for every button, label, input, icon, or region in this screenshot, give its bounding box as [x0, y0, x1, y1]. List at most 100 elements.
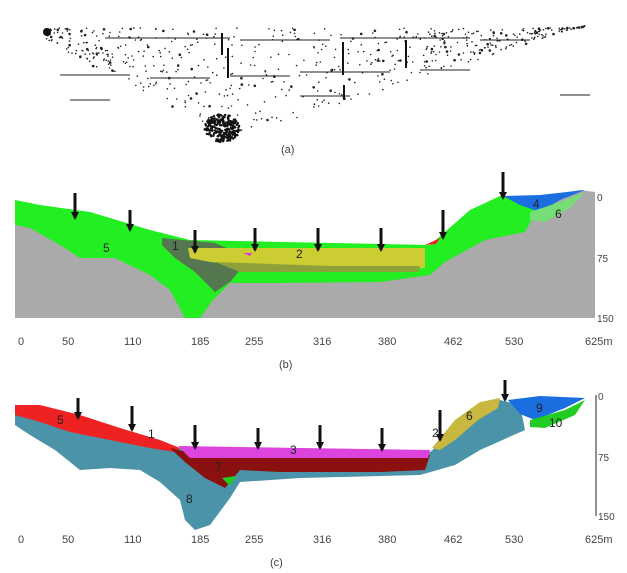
panel-b-depth-75: 75	[597, 254, 609, 265]
speckle	[209, 133, 212, 137]
speckle	[417, 33, 419, 35]
unit-small-green	[222, 476, 236, 486]
speckle	[222, 140, 225, 143]
speckle	[231, 44, 233, 46]
unit-label: 7	[215, 460, 222, 474]
unit-label: 6	[555, 207, 562, 221]
speckle	[323, 99, 325, 101]
speckle	[366, 60, 368, 62]
speckle	[169, 83, 171, 85]
speckle	[371, 61, 373, 64]
speckle	[221, 105, 223, 108]
speckle	[160, 70, 162, 73]
speckle	[505, 34, 508, 37]
speckle	[174, 38, 176, 40]
speckle	[521, 29, 524, 31]
speckle	[325, 45, 327, 47]
speckle	[193, 76, 196, 78]
speckle	[175, 98, 178, 100]
speckle	[98, 40, 100, 42]
speckle	[166, 71, 168, 73]
speckle	[61, 32, 64, 34]
speckle	[68, 32, 71, 36]
speckle	[378, 81, 381, 83]
speckle	[584, 24, 586, 27]
speckle	[230, 137, 234, 140]
unit-10-green	[530, 400, 585, 428]
speckle	[94, 44, 97, 46]
unit-6-lightgreen	[530, 192, 585, 222]
x-tick-label: 316	[313, 534, 331, 546]
speckle	[241, 44, 243, 47]
unit-label: 8	[186, 492, 193, 506]
speckle	[478, 49, 481, 51]
speckle	[221, 116, 224, 120]
speckle	[223, 95, 226, 97]
speckle	[576, 26, 579, 29]
speckle	[107, 63, 110, 65]
x-tick-label: 625m	[585, 336, 613, 348]
speckle	[107, 53, 109, 56]
speckle	[92, 57, 95, 59]
speckle	[362, 50, 365, 53]
speckle	[411, 61, 414, 63]
speckle	[457, 53, 461, 56]
speckle	[423, 61, 426, 63]
speckle	[419, 38, 422, 40]
speckle	[114, 70, 116, 73]
speckle	[227, 38, 230, 41]
speckle	[389, 50, 392, 53]
speckle	[146, 44, 149, 46]
speckle	[526, 31, 529, 34]
speckle	[236, 121, 239, 125]
speckle	[68, 40, 71, 42]
x-tick-label: 50	[62, 336, 74, 348]
speckle	[374, 58, 377, 61]
speckle	[403, 36, 406, 38]
speckle	[492, 35, 495, 37]
speckle	[53, 28, 56, 30]
speckle	[509, 44, 511, 47]
speckle	[438, 32, 441, 34]
speckle	[522, 28, 525, 30]
speckle	[578, 27, 581, 29]
speckle	[118, 31, 121, 33]
speckle	[119, 45, 122, 48]
speckle	[224, 131, 228, 135]
speckle	[93, 56, 95, 58]
borehole-pin-tip	[74, 412, 82, 420]
unit-label: 5	[57, 413, 64, 427]
speckle	[81, 29, 83, 32]
speckle	[204, 124, 207, 127]
speckle	[422, 54, 425, 57]
speckle	[549, 27, 551, 29]
speckle	[67, 46, 70, 49]
speckle	[298, 74, 301, 77]
speckle	[204, 91, 207, 93]
speckle	[215, 57, 218, 60]
x-tick-label: 185	[191, 534, 209, 546]
speckle	[499, 32, 503, 35]
speckle	[84, 53, 86, 55]
speckle	[168, 50, 171, 53]
speckle	[313, 45, 315, 48]
speckle	[427, 31, 430, 33]
speckle	[357, 51, 359, 53]
speckle	[205, 79, 207, 82]
speckle	[206, 127, 209, 130]
speckle	[108, 67, 111, 69]
speckle	[425, 66, 427, 69]
x-tick-label: 380	[378, 336, 396, 348]
speckle	[67, 51, 70, 54]
speckle	[379, 60, 381, 62]
speckle	[566, 29, 569, 31]
speckle	[111, 53, 113, 55]
speckle	[393, 68, 396, 70]
speckle	[240, 129, 243, 131]
speckle	[452, 29, 454, 31]
speckle	[430, 47, 434, 51]
speckle	[228, 131, 231, 134]
speckle	[233, 126, 236, 129]
speckle	[467, 60, 470, 63]
